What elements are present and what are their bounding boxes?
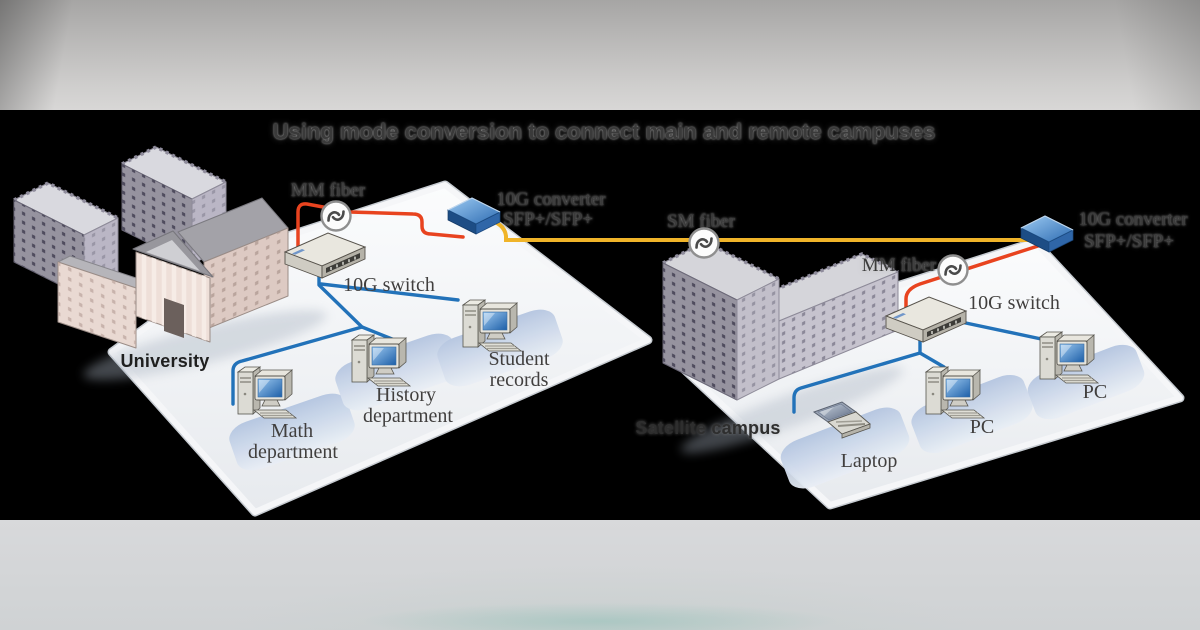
mm-fiber-cable-left (296, 202, 465, 249)
history-label-line2: department (363, 405, 453, 427)
mm-fiber-cable-right (904, 244, 1040, 316)
sm-fiber-label: SM fiber (666, 211, 736, 232)
math-label-line2: department (248, 441, 338, 463)
converter-left-label-line1: 10G converter (496, 189, 606, 210)
converter-left-label-line2: SFP+/SFP+ (502, 209, 594, 230)
mm-fiber-label-right: MM fiber (861, 255, 937, 276)
fiber-coupler-icon-right (937, 254, 969, 286)
satellite-campus-label: Satellite campus (635, 418, 781, 438)
student-records-label-line1: Student (488, 348, 550, 370)
laptop-label: Laptop (840, 450, 898, 472)
pc-mid-label: PC (969, 416, 995, 438)
university-label: University (120, 351, 210, 371)
bottom-gradient-band (0, 520, 1200, 630)
math-label-line1: Math (270, 420, 314, 442)
top-gradient-band (0, 0, 1200, 110)
converter-right-label-line1: 10G converter (1078, 209, 1188, 230)
diagram-title: Using mode conversion to connect main an… (272, 119, 936, 144)
satellite-campus-building (662, 240, 899, 401)
satellite-shadow (680, 366, 904, 454)
switch-right-label: 10G switch (968, 292, 1060, 314)
student-records-label-line2: records (489, 369, 549, 391)
fiber-coupler-icon-left (320, 200, 352, 232)
mm-fiber-label-left: MM fiber (290, 180, 366, 201)
university-shadow (83, 310, 327, 380)
switch-left-label: 10G switch (343, 274, 435, 296)
history-label-line1: History (376, 384, 436, 406)
university-building (13, 145, 289, 349)
converter-right-label-line2: SFP+/SFP+ (1083, 231, 1175, 252)
pc-right-label: PC (1082, 381, 1108, 403)
